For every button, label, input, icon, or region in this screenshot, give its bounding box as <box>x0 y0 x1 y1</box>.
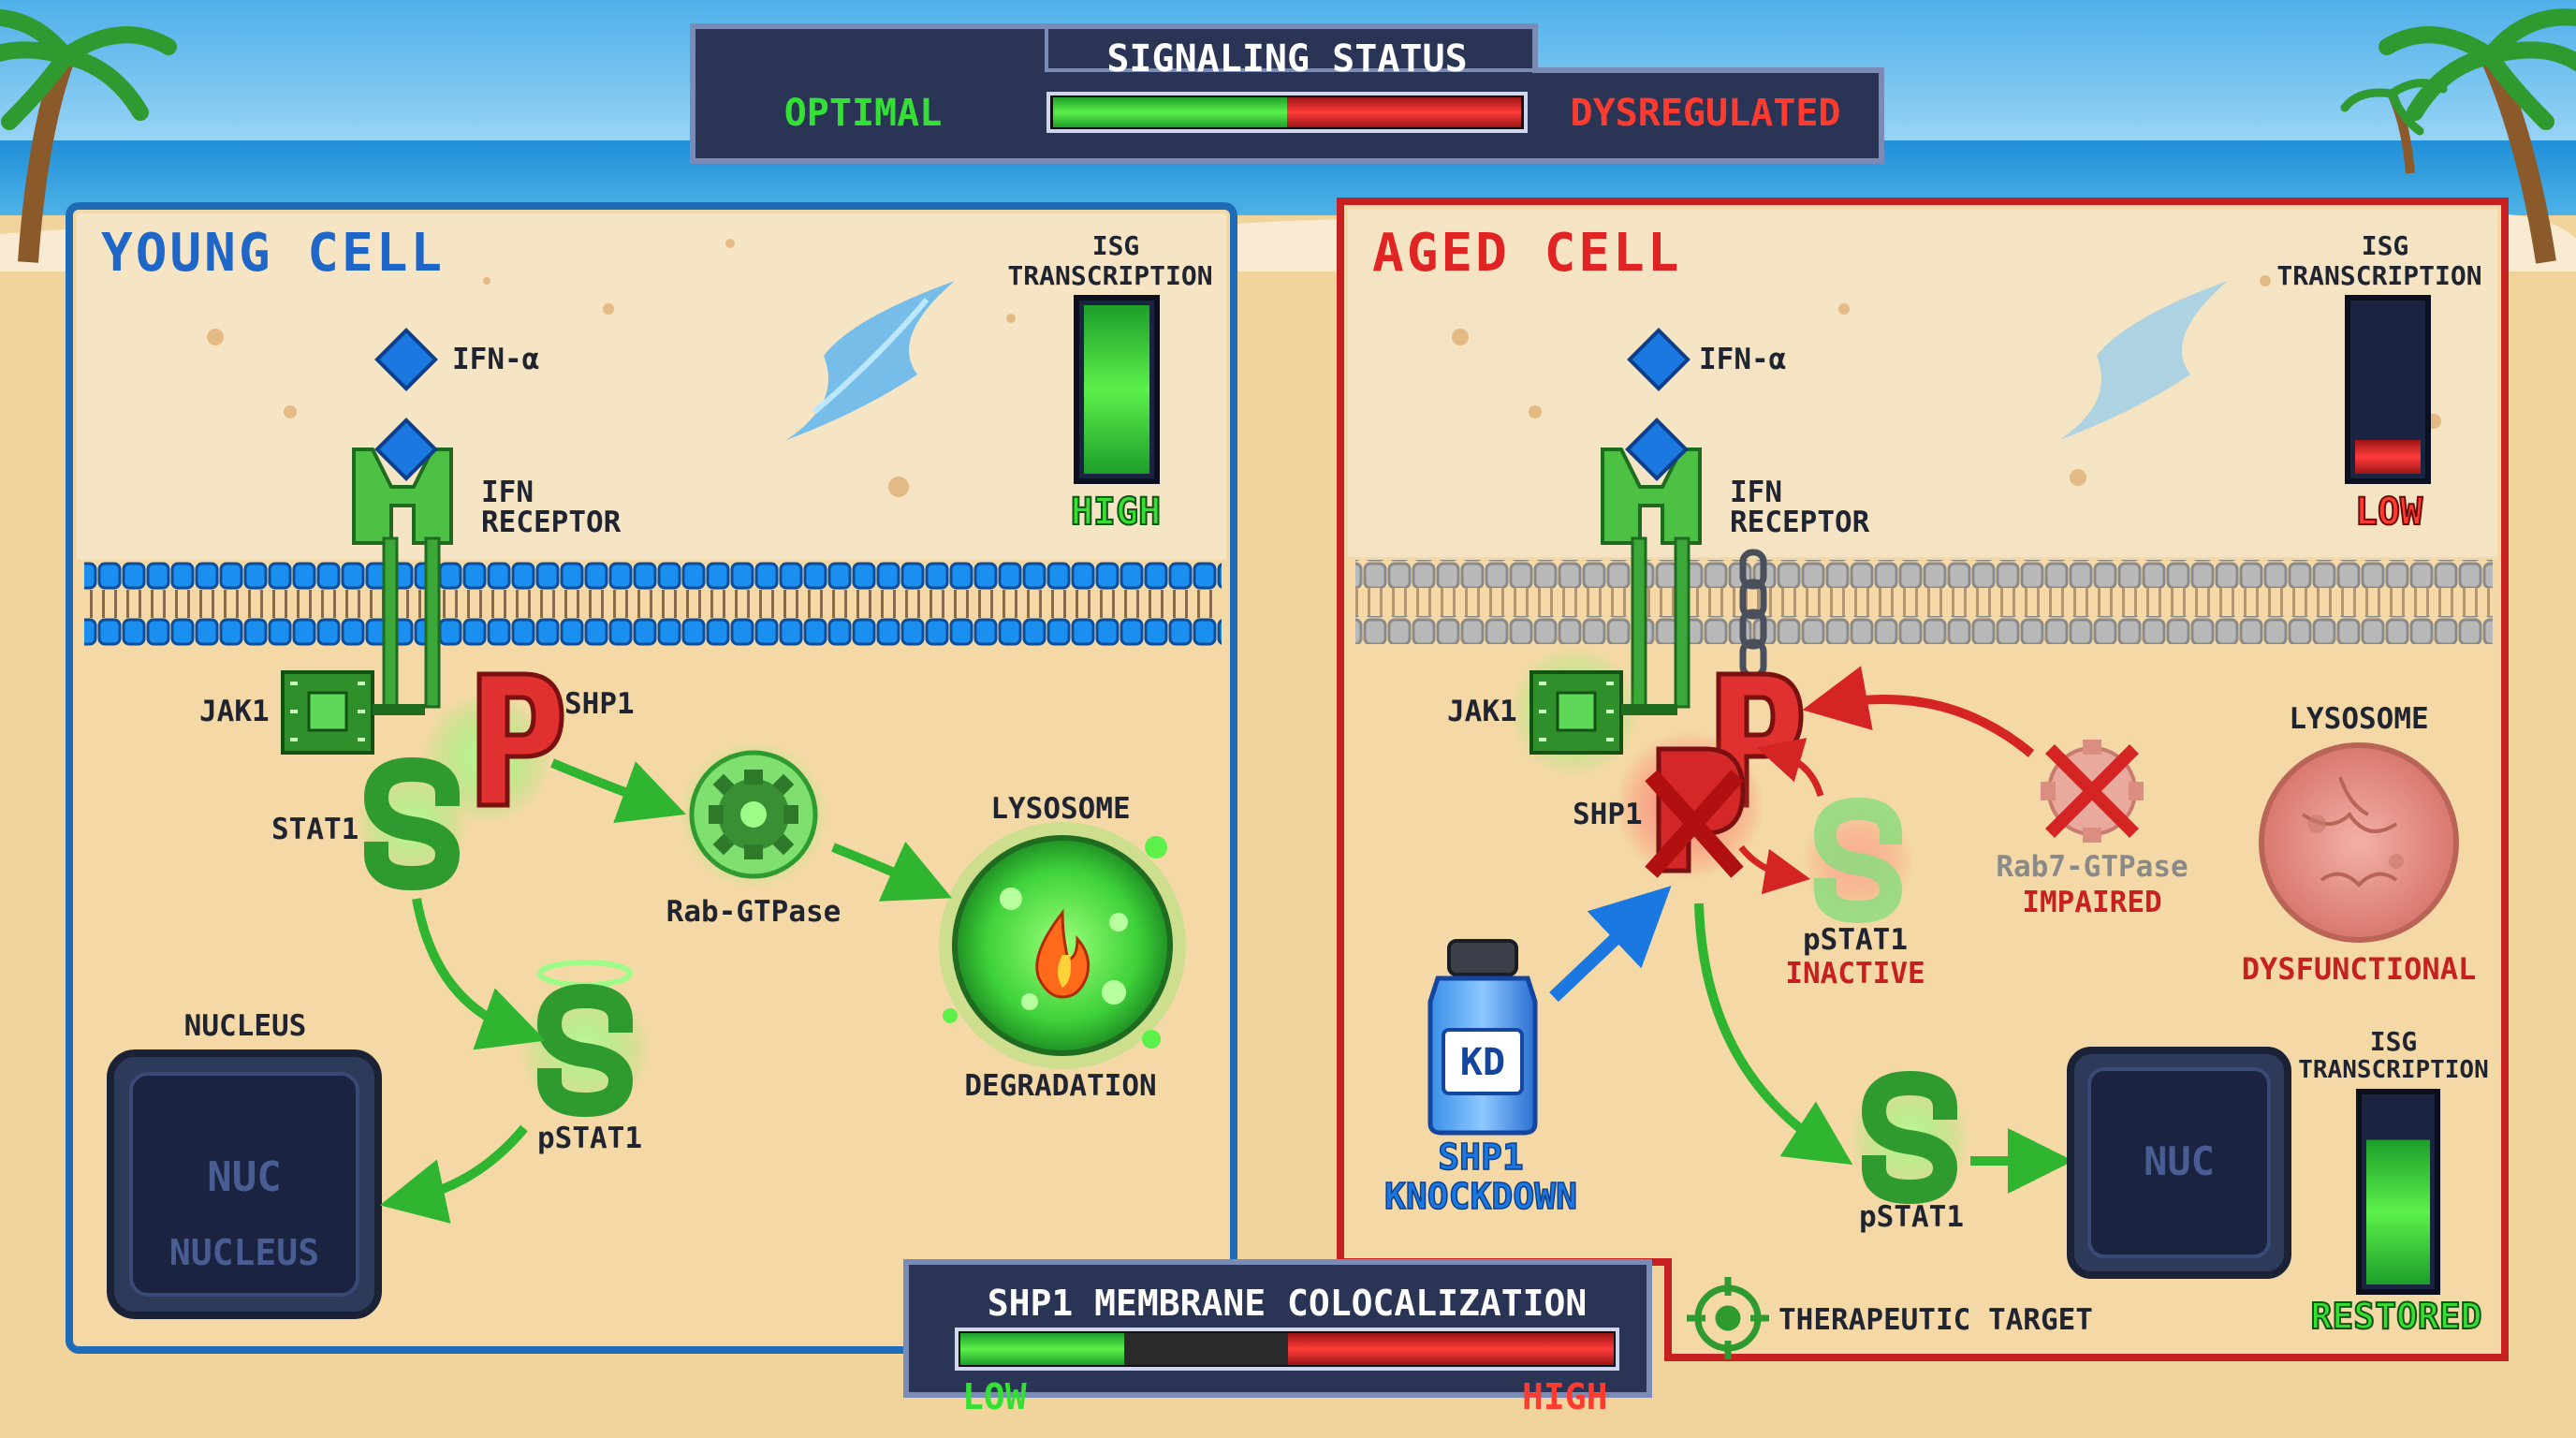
aged-ifn-alpha-label: IFN-α <box>1699 343 1787 376</box>
inactive-pstat1-label: pSTAT1 <box>1803 923 1908 957</box>
aged-isg-label-1: ISG <box>2361 230 2409 261</box>
young-shp1-label: SHP1 <box>564 687 635 721</box>
aged-lysosome-icon <box>2259 742 2459 943</box>
young-pstat1-label: pSTAT1 <box>537 1122 642 1155</box>
arrow-pstat1-to-nucleus <box>379 1124 528 1224</box>
aged-nucleus-icon <box>2067 1047 2291 1279</box>
arrow-rab-to-lysosome <box>831 841 952 902</box>
young-cell-panel <box>66 202 1237 1354</box>
optimal-label: OPTIMAL <box>783 92 943 135</box>
aged-isg-level-text: LOW <box>2354 490 2423 535</box>
rab-gtpase-label: Rab-GTPase <box>666 895 842 929</box>
rab7-label: Rab7-GTPase <box>1996 850 2188 884</box>
jak1-icon <box>281 670 425 755</box>
signaling-status-title: SIGNALING STATUS <box>1106 37 1468 81</box>
aged-cell-title: AGED CELL <box>1372 223 1682 284</box>
aged-nuc-inner-label: NUC <box>2144 1138 2215 1184</box>
inactive-pstat1-s-icon <box>1813 797 1903 924</box>
aged-ifn-alpha-icon <box>1627 328 1690 391</box>
arrow-knockdown-to-shp1 <box>1549 886 1672 1003</box>
young-nucleus-icon <box>107 1049 382 1319</box>
young-ifn-alpha-label: IFN-α <box>452 343 540 376</box>
knockdown-label-1: SHP1 <box>1437 1136 1524 1179</box>
aged-lysosome-label: LYSOSOME <box>2289 702 2429 736</box>
restored-label: RESTORED <box>2309 1295 2482 1338</box>
crosshair-target-icon <box>1687 1277 1769 1359</box>
young-membrane <box>84 562 1222 646</box>
young-isg-label-1: ISG <box>1091 230 1140 261</box>
aged-membrane <box>1355 560 2493 644</box>
coloc-low-label: LOW <box>962 1376 1027 1417</box>
aged-isg-bar <box>2345 295 2431 484</box>
aged-ifn-receptor-icon <box>1601 418 1702 709</box>
arrow-shp1-to-pstat1 <box>1694 902 1853 1166</box>
aged-receptor-label-1: IFN <box>1730 476 1782 509</box>
arrow-shp1-to-rab <box>550 758 686 824</box>
kd-badge-label: KD <box>1459 1041 1506 1084</box>
ifn-alpha-icon <box>374 328 438 391</box>
aged-cell-panel <box>1337 198 2509 1361</box>
rab7-gtpase-impaired-icon <box>2041 740 2144 843</box>
crossed-shp1-icon <box>1645 746 1746 878</box>
young-nuc-sub-label: NUCLEUS <box>168 1232 320 1273</box>
knockdown-label-2: KNOCKDOWN <box>1383 1175 1577 1218</box>
young-receptor-label-1: IFN <box>481 476 534 509</box>
therapeutic-target-label: THERAPEUTIC TARGET <box>1778 1303 2093 1337</box>
rab-gtpase-gear-icon <box>689 750 818 879</box>
restored-isg-bar <box>2356 1089 2440 1295</box>
young-isg-bar <box>1074 295 1160 484</box>
arrow-stat1-to-pstat1 <box>412 898 546 1050</box>
signaling-status-hud <box>690 23 1884 164</box>
young-pstat1-s-icon <box>536 983 634 1118</box>
young-nucleus-label: NUCLEUS <box>183 1009 307 1043</box>
inactive-label: INACTIVE <box>1785 957 1925 990</box>
aged-shp1-label: SHP1 <box>1573 798 1643 831</box>
restored-isg-label-2: TRANSCRIPTION <box>2298 1056 2489 1084</box>
kd-vial-icon <box>1427 939 1538 1136</box>
young-isg-level-text: HIGH <box>1070 490 1162 535</box>
ifn-receptor-icon <box>352 418 453 709</box>
aged-receptor-label-2: RECEPTOR <box>1730 506 1870 539</box>
young-nuc-inner-label: NUC <box>207 1153 282 1201</box>
palm-tree-right-icon <box>2340 8 2576 264</box>
young-stat1-s-icon <box>363 756 461 891</box>
impaired-label: IMPAIRED <box>2022 886 2162 919</box>
colocalization-hud <box>903 1259 1652 1398</box>
young-stat1-label: STAT1 <box>271 813 359 846</box>
degradation-label: DEGRADATION <box>964 1069 1157 1103</box>
young-receptor-label-2: RECEPTOR <box>481 506 622 539</box>
young-lysosome-label: LYSOSOME <box>990 792 1131 826</box>
aged-jak1-label: JAK1 <box>1447 695 1517 728</box>
aged-isg-label-2: TRANSCRIPTION <box>2276 260 2482 291</box>
young-jak1-label: JAK1 <box>199 695 270 728</box>
restored-isg-label-1: ISG <box>2369 1026 2418 1057</box>
arrow-rab7-to-shp1 <box>1802 666 2035 757</box>
young-shp1-p-icon <box>476 671 564 808</box>
dysregulated-label: DYSREGULATED <box>1570 92 1841 135</box>
colocalization-title: SHP1 MEMBRANE COLOCALIZATION <box>987 1283 1588 1324</box>
young-lysosome-icon <box>939 822 1186 1069</box>
restored-pstat1-label: pSTAT1 <box>1859 1200 1964 1234</box>
coloc-high-label: HIGH <box>1522 1376 1608 1417</box>
restored-pstat1-s-icon <box>1861 1070 1958 1205</box>
aged-jak1-icon <box>1530 670 1677 755</box>
dysfunctional-label: DYSFUNCTIONAL <box>2241 951 2477 987</box>
palm-tree-left-icon <box>0 8 177 263</box>
young-cell-title: YOUNG CELL <box>101 223 446 284</box>
young-isg-label-2: TRANSCRIPTION <box>1007 260 1213 291</box>
